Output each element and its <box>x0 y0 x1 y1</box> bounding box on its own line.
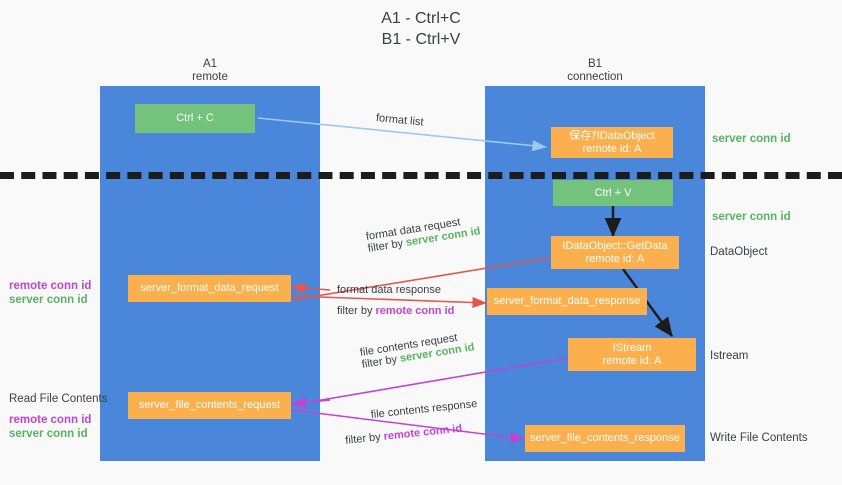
label-group-conn-ids-bottom: remote conn id server conn id <box>9 413 91 441</box>
phase-divider <box>0 172 842 179</box>
arrow-label-format-data-response-filter: filter by remote conn id <box>337 305 454 317</box>
arrow-label-format-list: format list <box>375 112 425 129</box>
arrow-label-format-data-response: format data response filter by remote co… <box>337 284 454 317</box>
label-remote-conn-id-1: remote conn id <box>9 280 92 292</box>
box-server-format-data-request[interactable]: server_format_data_request <box>128 275 291 302</box>
box-save-idataobject[interactable]: 保存ｱIDataObject remote id: A <box>551 127 673 158</box>
box-server-file-contents-response[interactable]: server_file_contents_response <box>525 425 685 452</box>
label-group-conn-ids-top: remote conn id server conn id <box>9 279 91 307</box>
label-write-file-contents: Write File Contents <box>710 432 808 444</box>
label-server-conn-id-top: server conn id <box>712 133 791 145</box>
box-getdata[interactable]: IDataObject::GetData remote id: A <box>551 236 679 269</box>
label-server-conn-id-2: server conn id <box>9 428 88 440</box>
box-server-format-data-response[interactable]: server_format_data_response <box>487 288 647 315</box>
label-remote-conn-id-2: remote conn id <box>9 414 92 426</box>
arrow-label-format-data-response-text: format data response <box>337 284 441 296</box>
arrow-label-file-contents-request: file contents request filter by server c… <box>359 329 475 371</box>
filter-key-remote-conn-id: remote conn id <box>375 305 455 317</box>
page-title: A1 - Ctrl+C B1 - Ctrl+V <box>381 10 461 48</box>
arrow-label-file-contents-response-filter: filter by remote conn id <box>345 421 481 447</box>
filter-prefix: filter by <box>344 430 385 447</box>
arrow-label-format-data-request: format data request filter by server con… <box>365 213 481 255</box>
box-ctrl-v[interactable]: Ctrl + V <box>553 180 673 206</box>
box-server-file-contents-request[interactable]: server_file_contents_request <box>128 392 291 419</box>
label-server-conn-id-1: server conn id <box>9 294 88 306</box>
label-dataobject: DataObject <box>710 246 768 258</box>
column-header-b1: B1 connection <box>567 58 623 83</box>
column-header-a1: A1 remote <box>192 58 228 83</box>
arrow-label-file-contents-response-text: file contents response <box>370 397 478 422</box>
box-ctrl-c[interactable]: Ctrl + C <box>135 104 255 133</box>
label-server-conn-id-mid: server conn id <box>712 211 791 223</box>
arrow-label-file-contents-response: file contents response filter by remote … <box>345 397 480 447</box>
label-istream: Istream <box>710 350 749 362</box>
box-istream[interactable]: IStream remote id: A <box>568 338 696 371</box>
filter-prefix: filter by <box>337 305 376 317</box>
label-read-file-contents: Read File Contents <box>9 393 108 405</box>
filter-key-remote-conn-id: remote conn id <box>383 422 463 443</box>
